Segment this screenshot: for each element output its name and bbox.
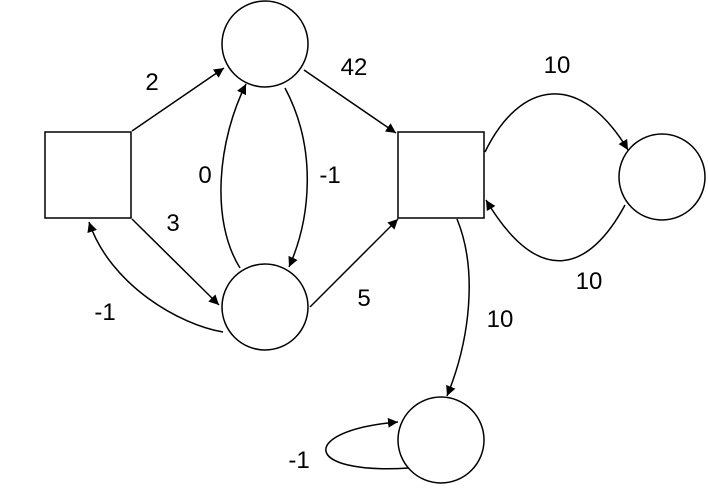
edge-square-left-to-circle-middle bbox=[131, 218, 220, 306]
edge-label: 42 bbox=[341, 54, 368, 81]
edge-label: 3 bbox=[166, 210, 179, 237]
edge-square-right-to-circle-right bbox=[484, 93, 629, 153]
edge-label: -1 bbox=[288, 447, 309, 474]
node-square-left bbox=[44, 131, 132, 219]
edge-square-right-to-circle-bottom bbox=[446, 218, 470, 397]
edge-label: 2 bbox=[145, 69, 158, 96]
edge-circle-middle-to-circle-top bbox=[220, 83, 247, 269]
edge-label: 10 bbox=[487, 306, 514, 333]
edge-square-left-to-circle-top bbox=[131, 67, 225, 132]
nodes bbox=[44, 0, 706, 484]
edges bbox=[87, 67, 629, 470]
edge-label: 0 bbox=[198, 162, 211, 189]
edge-circle-bottom-self-loop bbox=[325, 417, 410, 470]
edge-circle-top-to-square-right bbox=[303, 69, 397, 134]
node-circle-bottom bbox=[397, 396, 485, 484]
node-square-right bbox=[397, 131, 485, 219]
edge-circle-right-to-square-right bbox=[485, 199, 626, 262]
node-circle-right bbox=[618, 133, 706, 221]
edge-label: 10 bbox=[544, 52, 571, 79]
node-circle-top bbox=[221, 0, 309, 88]
edge-label: 10 bbox=[576, 268, 603, 295]
node-circle-middle bbox=[221, 263, 309, 351]
edge-labels: 2 3 -1 0 -1 42 5 10 10 10 -1 bbox=[94, 52, 602, 474]
edge-circle-middle-to-square-right bbox=[309, 218, 399, 308]
edge-label: 5 bbox=[357, 285, 370, 312]
edge-circle-middle-to-square-left bbox=[87, 221, 224, 333]
edge-circle-top-to-circle-middle bbox=[284, 87, 308, 268]
edge-label: -1 bbox=[319, 162, 340, 189]
edge-label: -1 bbox=[94, 299, 115, 326]
